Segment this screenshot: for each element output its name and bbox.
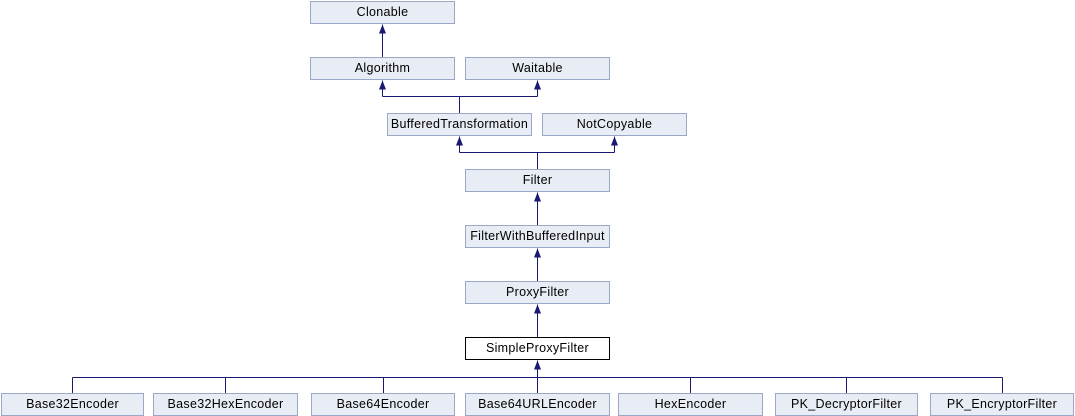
class-node-pkencryptorfilter[interactable]: PK_EncryptorFilter (930, 393, 1074, 416)
class-node-proxyfilter[interactable]: ProxyFilter (465, 281, 610, 304)
class-node-notcopyable[interactable]: NotCopyable (542, 113, 687, 136)
class-node-base64urlencoder[interactable]: Base64URLEncoder (465, 393, 610, 416)
class-node-algorithm[interactable]: Algorithm (310, 57, 455, 80)
class-node-filter[interactable]: Filter (465, 169, 610, 192)
class-node-clonable[interactable]: Clonable (310, 1, 455, 24)
class-node-simpleproxyfilter: SimpleProxyFilter (465, 337, 610, 360)
class-node-hexencoder[interactable]: HexEncoder (618, 393, 763, 416)
class-node-pkdecryptorfilter[interactable]: PK_DecryptorFilter (775, 393, 918, 416)
class-node-base32hexencoder[interactable]: Base32HexEncoder (153, 393, 298, 416)
class-node-filterwithbufferedinput[interactable]: FilterWithBufferedInput (465, 225, 610, 248)
class-node-waitable[interactable]: Waitable (465, 57, 610, 80)
class-node-bufferedtransformation[interactable]: BufferedTransformation (387, 113, 532, 136)
class-node-base32encoder[interactable]: Base32Encoder (1, 393, 144, 416)
class-node-base64encoder[interactable]: Base64Encoder (311, 393, 455, 416)
